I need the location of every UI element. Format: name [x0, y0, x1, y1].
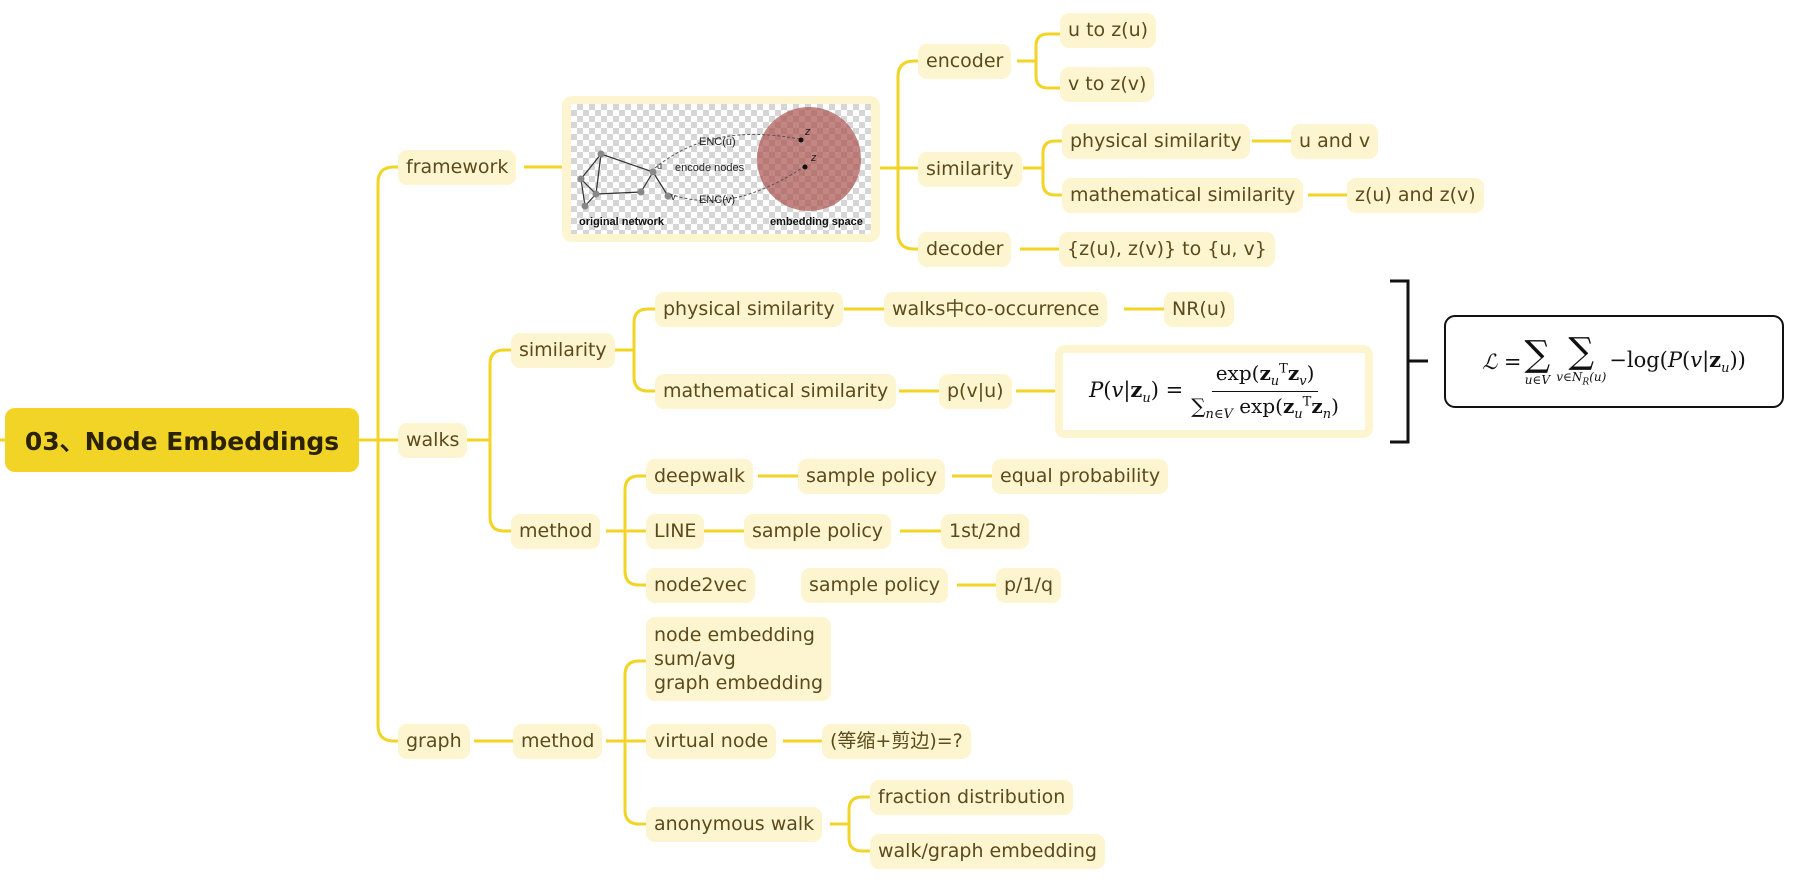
walk-graph-embedding-node[interactable]: walk/graph embedding — [870, 834, 1105, 869]
graph-node[interactable]: graph — [398, 724, 470, 759]
sum-avg-line-3: graph embedding — [654, 672, 824, 694]
framework-similarity-node[interactable]: similarity — [918, 152, 1022, 187]
embedding-space-circle — [757, 107, 861, 211]
p-v-given-u-node[interactable]: p(v|u) — [939, 374, 1012, 409]
walks-similarity-node[interactable]: similarity — [511, 333, 615, 368]
zu-and-zv-node[interactable]: z(u) and z(v) — [1347, 178, 1484, 213]
framework-figure: ENC(u) encode nodes ENC(v) z z u v origi… — [562, 96, 880, 242]
walks-node[interactable]: walks — [398, 423, 468, 458]
encoder-u-node[interactable]: u to z(u) — [1060, 13, 1157, 48]
virtual-node-node[interactable]: virtual node — [646, 724, 777, 759]
walks-mathematical-similarity-node[interactable]: mathematical similarity — [655, 374, 897, 409]
encoder-v-node[interactable]: v to z(v) — [1060, 67, 1155, 102]
decoder-child-node[interactable]: {z(u), z(v)} to {u, v} — [1059, 232, 1275, 267]
node2vec-node[interactable]: node2vec — [646, 568, 755, 603]
node2vec-policy-node[interactable]: sample policy — [801, 568, 949, 603]
enc-v-label: ENC(v) — [699, 194, 736, 206]
original-network-caption: original network — [579, 216, 664, 228]
walks-physical-similarity-node[interactable]: physical similarity — [655, 292, 843, 327]
zu-label: z — [805, 126, 811, 138]
softmax-equation-node: P(v|zu) = exp(zuTzv) ∑n∈V exp(zuTzn) — [1055, 345, 1373, 438]
enc-u-label: ENC(u) — [699, 136, 736, 148]
node-u-label: u — [657, 161, 663, 171]
walks-method-node[interactable]: method — [511, 514, 601, 549]
loss-function: ℒ = ∑u∈V ∑v∈NR(u) −log(P(v|zu)) — [1444, 315, 1784, 408]
embedding-space-caption: embedding space — [770, 216, 863, 228]
virtual-node-child[interactable]: (等缩+剪边)=? — [822, 724, 971, 759]
framework-physical-similarity-node[interactable]: physical similarity — [1062, 124, 1250, 159]
graph-method-node[interactable]: method — [513, 724, 603, 759]
encoder-node[interactable]: encoder — [918, 44, 1012, 79]
deepwalk-node[interactable]: deepwalk — [646, 459, 753, 494]
walks-cooccurrence-node[interactable]: walks中co-occurrence — [884, 292, 1108, 327]
sum-avg-line-1: node embedding — [654, 624, 815, 646]
encode-nodes-label: encode nodes — [675, 162, 745, 174]
u-and-v-node[interactable]: u and v — [1291, 124, 1379, 159]
line-node[interactable]: LINE — [646, 514, 705, 549]
equal-probability-node[interactable]: equal probability — [992, 459, 1169, 494]
sum-avg-node[interactable]: node embedding sum/avg graph embedding — [646, 617, 832, 701]
line-policy-node[interactable]: sample policy — [744, 514, 892, 549]
sum-avg-line-2: sum/avg — [654, 648, 736, 670]
framework-node[interactable]: framework — [398, 150, 517, 185]
first-second-node[interactable]: 1st/2nd — [941, 514, 1030, 549]
framework-mathematical-similarity-node[interactable]: mathematical similarity — [1062, 178, 1304, 213]
root-node[interactable]: 03、Node Embeddings — [5, 408, 359, 472]
decoder-node[interactable]: decoder — [918, 232, 1012, 267]
embedding-illustration: ENC(u) encode nodes ENC(v) z z u v origi… — [571, 104, 871, 234]
softmax-equation: P(v|zu) = exp(zuTzv) ∑n∈V exp(zuTzn) — [1063, 353, 1365, 430]
pq-node[interactable]: p/1/q — [996, 568, 1062, 603]
fraction-distribution-node[interactable]: fraction distribution — [870, 780, 1074, 815]
nr-u-node[interactable]: NR(u) — [1164, 292, 1235, 327]
anonymous-walk-node[interactable]: anonymous walk — [646, 807, 823, 842]
deepwalk-policy-node[interactable]: sample policy — [798, 459, 946, 494]
node-v-label: v — [671, 192, 676, 202]
zv-label: z — [811, 152, 817, 164]
